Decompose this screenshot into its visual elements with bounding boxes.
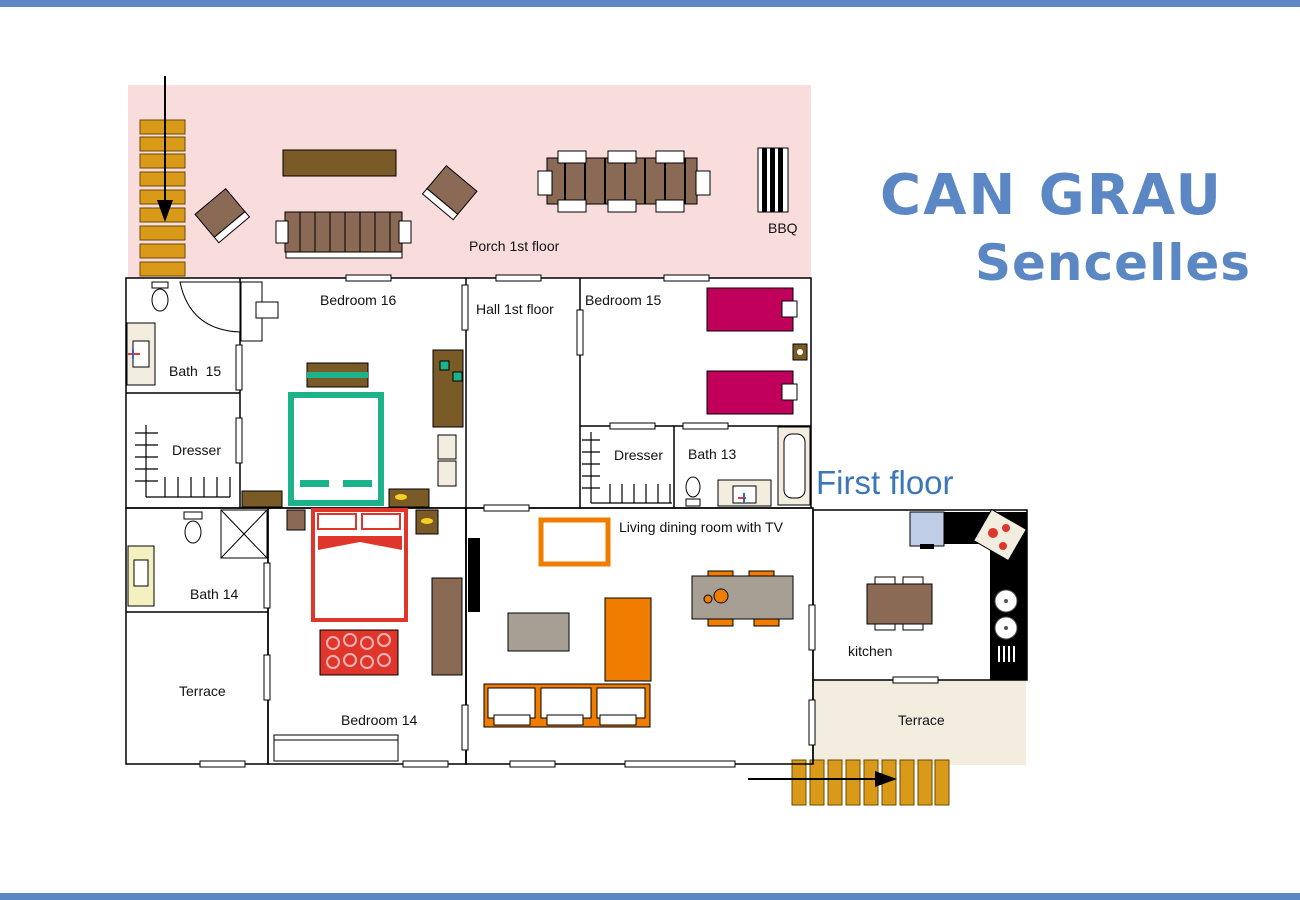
bath15-fixtures	[126, 281, 241, 386]
stair-arrow-left-head	[157, 200, 173, 222]
label-dresser-left: Dresser	[172, 442, 221, 458]
bath13-fixtures	[685, 426, 811, 507]
kitchen-furniture	[866, 508, 1028, 680]
top-border	[0, 0, 1300, 7]
label-bath15: Bath 15	[169, 363, 221, 379]
living-furniture	[468, 517, 794, 728]
label-terrace-left: Terrace	[179, 683, 226, 699]
bedroom15-furniture	[706, 287, 808, 415]
porch-furniture	[194, 147, 789, 259]
bottom-border	[0, 893, 1300, 900]
stairs-left	[139, 119, 186, 277]
dresser-right-shelving	[582, 432, 672, 504]
label-bath14: Bath 14	[190, 586, 238, 602]
bath14-fixtures	[127, 509, 268, 607]
floor-label: First floor	[816, 464, 954, 501]
terrace-right-area	[813, 680, 1026, 765]
windows	[199, 274, 939, 768]
label-kitchen: kitchen	[848, 643, 892, 659]
stairs-bottom	[791, 759, 950, 806]
property-subtitle: Sencelles	[975, 234, 1252, 292]
label-bedroom16: Bedroom 16	[320, 292, 396, 308]
property-title: CAN GRAU	[880, 163, 1223, 228]
dresser-left-shelving	[135, 425, 231, 498]
bedroom14-furniture	[273, 508, 463, 762]
label-dresser-right: Dresser	[614, 447, 663, 463]
label-living: Living dining room with TV	[619, 519, 784, 535]
label-porch: Porch 1st floor	[469, 238, 560, 254]
label-terrace-right: Terrace	[898, 712, 945, 728]
label-bedroom14: Bedroom 14	[341, 712, 417, 728]
label-bbq: BBQ	[768, 220, 798, 236]
label-hall: Hall 1st floor	[476, 301, 554, 317]
stair-arrow-bottom-head	[875, 771, 897, 787]
bedroom16-furniture	[240, 281, 464, 508]
label-bath13: Bath 13	[688, 446, 736, 462]
label-bedroom15: Bedroom 15	[585, 292, 661, 308]
